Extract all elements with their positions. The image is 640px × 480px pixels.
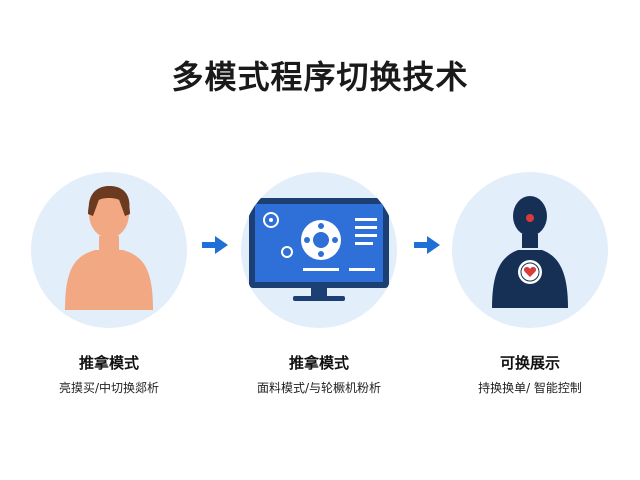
step-1: 推拿模式 亮摸买/中切换郯析 <box>31 172 187 395</box>
step-1-circle <box>31 172 187 328</box>
arrow-right-icon <box>202 236 228 254</box>
arrow-right-icon <box>414 236 440 254</box>
step-3-desc: 持换换单/ 智能控制 <box>478 381 582 395</box>
page-title: 多模式程序切换技术 <box>171 58 469 96</box>
body-scan-icon <box>492 196 568 308</box>
step-2-circle <box>241 172 397 328</box>
monitor-icon <box>249 198 389 301</box>
step-2-label: 推拿模式 <box>288 354 349 372</box>
step-3-label: 可换展示 <box>499 354 560 372</box>
step-1-label: 推拿模式 <box>78 354 139 372</box>
step-3: 可换展示 持换换单/ 智能控制 <box>452 172 608 395</box>
step-2-desc: 面料模式/与轮橛机粉析 <box>256 381 382 395</box>
step-3-circle <box>452 172 608 328</box>
person-icon <box>65 186 153 310</box>
step-2: 推拿模式 面料模式/与轮橛机粉析 <box>241 172 397 395</box>
step-1-desc: 亮摸买/中切换郯析 <box>58 381 160 395</box>
